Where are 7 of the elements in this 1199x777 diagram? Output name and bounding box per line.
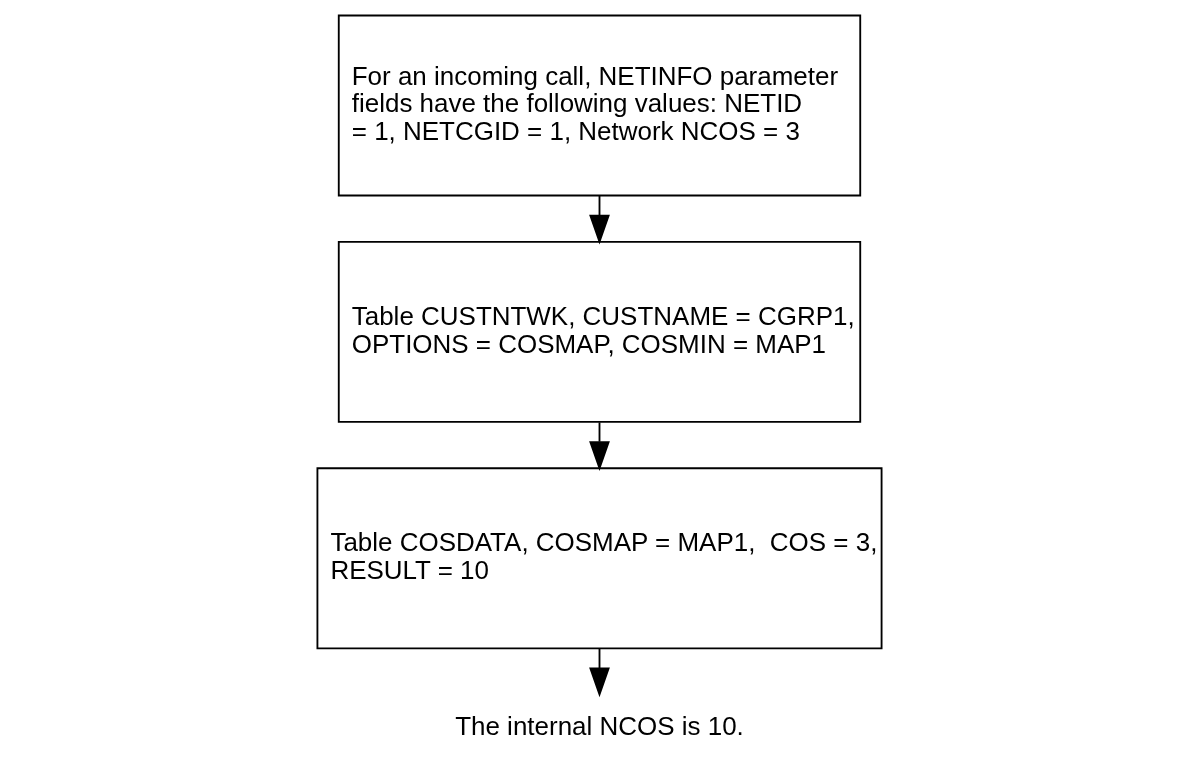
node-box: Table COSDATA, COSMAP = MAP1, COS = 3, RESULT = 10	[316, 467, 883, 650]
node-box: Table CUSTNTWK, CUSTNAME = CGRP1, OPTIONS = COSMAP, COSMIN = MAP1	[337, 240, 862, 423]
arrow	[589, 421, 610, 471]
node-box: For an incoming call, NETINFO parameter fields have the following values: NETID = 1, NETCGID = 1, Network NCOS = 3	[337, 14, 862, 197]
node-text: The internal NCOS is 10.	[455, 710, 744, 741]
arrow	[589, 647, 610, 698]
arrow	[589, 195, 610, 245]
